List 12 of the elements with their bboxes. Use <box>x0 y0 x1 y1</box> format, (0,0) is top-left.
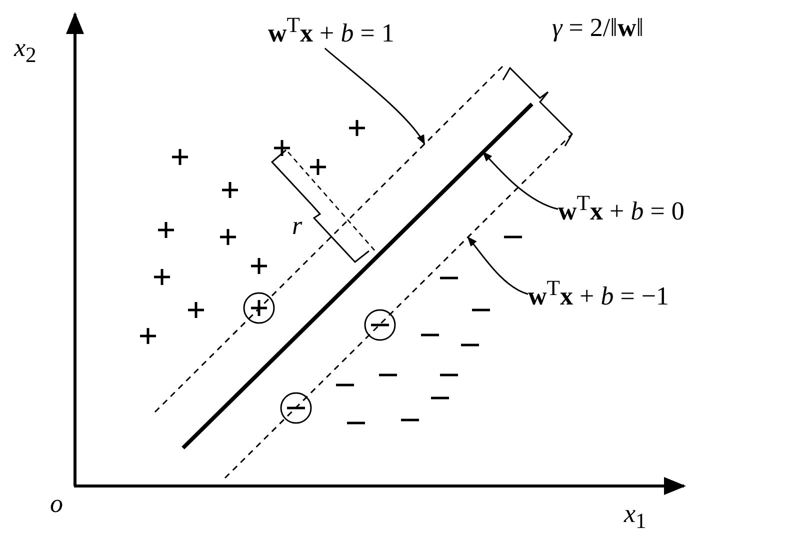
equation-label: w$^{T}$x + b = −1 <box>528 277 670 312</box>
margin-label: γ = 2/‖w‖ <box>552 14 644 43</box>
origin-label: o <box>50 490 63 519</box>
axis-label: x$_{1}$ <box>624 500 646 534</box>
dashed-margin-line <box>154 63 506 413</box>
equation-label: w$^{T}$x + b = 1 <box>268 14 394 48</box>
leader-arrow <box>482 151 558 210</box>
axis-label: x$_{2}$ <box>14 34 36 68</box>
equation-label: w$^{T}$x + b = 0 <box>558 192 684 226</box>
distance-label: r <box>292 212 302 241</box>
leader-arrow <box>324 48 426 145</box>
leader-arrow <box>467 236 528 295</box>
